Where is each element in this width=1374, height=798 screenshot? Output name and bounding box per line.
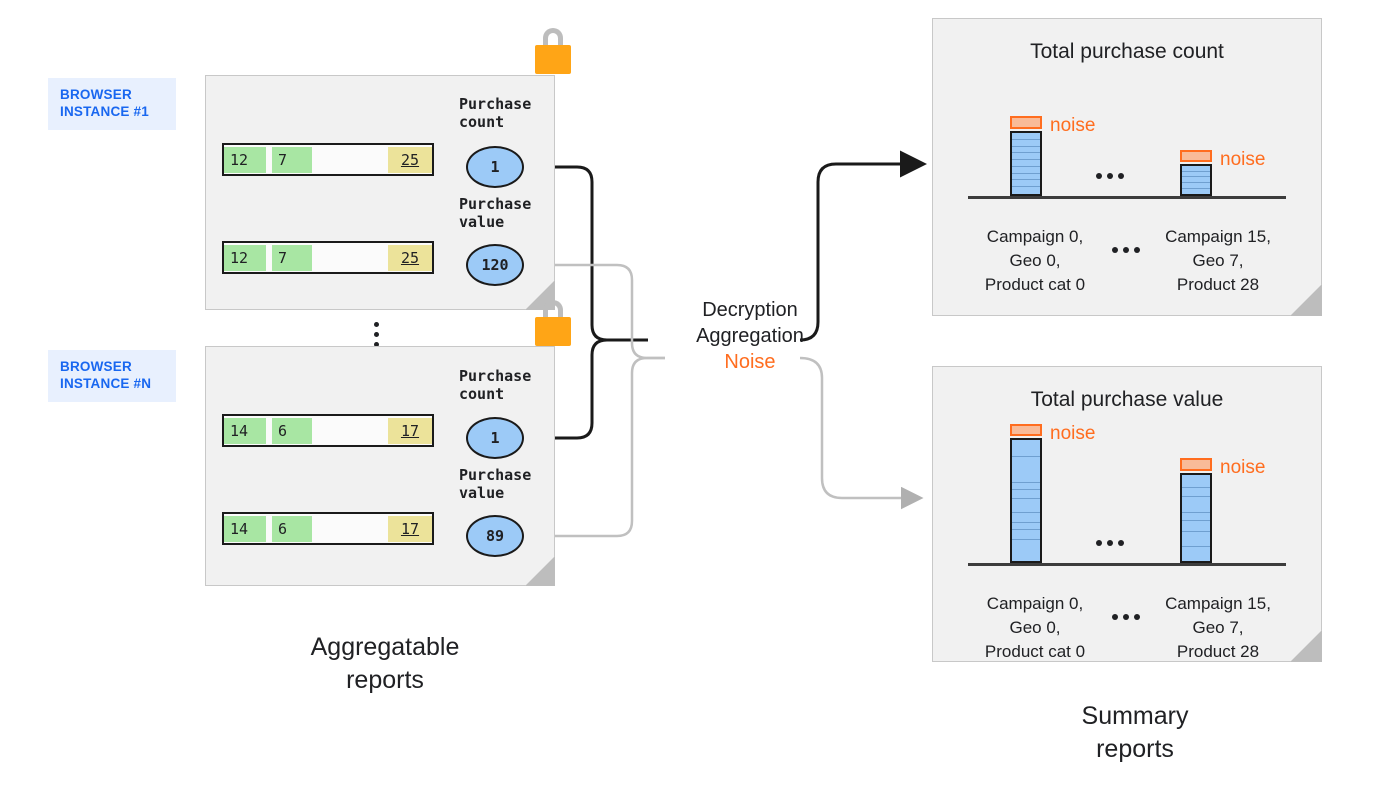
- noise-label: noise: [1050, 423, 1096, 444]
- noise-label: noise: [1220, 149, 1266, 170]
- report-cell-geo: 6: [272, 417, 312, 444]
- purchase-count-value: 1: [466, 146, 524, 188]
- bar-count-campaign-0: [1010, 131, 1042, 196]
- report-cell-geo: 7: [272, 244, 312, 271]
- purchase-count-label: Purchase count: [459, 367, 532, 403]
- padlock-icon: [533, 28, 573, 74]
- bar-group-campaign-15: [1180, 458, 1212, 563]
- panel-count-fold-corner: [1290, 284, 1322, 316]
- wire-to-value-summary: [799, 356, 924, 510]
- wire-to-count-summary: [799, 150, 927, 342]
- noise-segment: [1010, 116, 1042, 129]
- wire-count-instance-n: [525, 338, 648, 440]
- pipeline-noise: Noise: [724, 351, 776, 373]
- panel-count-axis: [968, 196, 1286, 199]
- chart-ellipsis: [1096, 173, 1124, 179]
- padlock-icon: [533, 300, 573, 346]
- report-cell-product-value: 25: [400, 150, 420, 169]
- bar-group-campaign-0: [1010, 424, 1042, 563]
- summary-reports-caption: Summary reports: [1081, 702, 1189, 763]
- pipeline-label: Decryption Aggregation Noise: [650, 297, 850, 375]
- chart-ellipsis: [1096, 540, 1124, 546]
- wire-count-instance-1: [525, 165, 648, 342]
- purchase-count-value: 1: [466, 417, 524, 459]
- bar-count-campaign-15: [1180, 164, 1212, 196]
- report-cell-product: 25: [388, 146, 432, 173]
- purchase-value-value: 120: [466, 244, 524, 286]
- report-cell-geo: 6: [272, 515, 312, 542]
- report-row: 14 6 17: [222, 414, 434, 447]
- summary-panel-count: [932, 18, 1322, 316]
- purchase-count-label: Purchase count: [459, 95, 532, 131]
- wire-value-instance-1: [525, 263, 665, 360]
- category-label-campaign-0: Campaign 0, Geo 0, Product cat 0: [984, 227, 1086, 294]
- purchase-value-label: Purchase value: [459, 466, 532, 502]
- category-label-campaign-0: Campaign 0, Geo 0, Product cat 0: [984, 594, 1086, 661]
- report-cell-product-value: 25: [400, 248, 420, 267]
- noise-segment: [1010, 424, 1042, 436]
- report-cell-campaign: 14: [224, 417, 266, 444]
- report-cell-product: 25: [388, 244, 432, 271]
- panel-value-axis: [968, 563, 1286, 566]
- report-cell-campaign: 14: [224, 515, 266, 542]
- pipeline-aggregation: Aggregation: [696, 325, 804, 347]
- summary-panel-value: [932, 366, 1322, 662]
- report-cell-product-value: 17: [400, 421, 420, 440]
- purchase-value-label: Purchase value: [459, 195, 532, 231]
- panel-value-fold-corner: [1290, 630, 1322, 662]
- panel-count-title: Total purchase count: [1030, 40, 1224, 63]
- report-row: 14 6 17: [222, 512, 434, 545]
- report-row: 12 7 25: [222, 241, 434, 274]
- cell-spacer: [312, 418, 388, 444]
- category-ellipsis: [1112, 614, 1140, 620]
- card-n-fold-corner: [525, 556, 555, 586]
- bar-group-campaign-15: [1180, 150, 1212, 196]
- cell-spacer: [312, 245, 388, 271]
- report-cell-campaign: 12: [224, 244, 266, 271]
- report-cell-product: 17: [388, 417, 432, 444]
- browser-instance-1-badge: BROWSER INSTANCE #1: [48, 78, 176, 130]
- noise-segment: [1180, 458, 1212, 471]
- bar-group-campaign-0: [1010, 116, 1042, 196]
- bar-value-campaign-0: [1010, 438, 1042, 563]
- report-cell-campaign: 12: [224, 146, 266, 173]
- noise-label: noise: [1050, 115, 1096, 136]
- cell-spacer: [312, 516, 388, 542]
- panel-value-title: Total purchase value: [1030, 388, 1224, 411]
- report-cell-product-value: 17: [400, 519, 420, 538]
- purchase-value-value: 89: [466, 515, 524, 557]
- category-label-campaign-15: Campaign 15, Geo 7, Product 28: [1165, 594, 1271, 661]
- report-cell-geo: 7: [272, 146, 312, 173]
- browser-instance-n-badge: BROWSER INSTANCE #N: [48, 350, 176, 402]
- pipeline-decryption: Decryption: [702, 299, 798, 321]
- category-label-campaign-15: Campaign 15, Geo 7, Product 28: [1165, 227, 1271, 294]
- wire-value-instance-n: [525, 356, 665, 538]
- cell-spacer: [312, 147, 388, 173]
- aggregatable-reports-caption: Aggregatable reports: [310, 633, 460, 694]
- bar-value-campaign-15: [1180, 473, 1212, 563]
- report-row: 12 7 25: [222, 143, 434, 176]
- noise-segment: [1180, 150, 1212, 162]
- category-ellipsis: [1112, 247, 1140, 253]
- noise-label: noise: [1220, 457, 1266, 478]
- report-cell-product: 17: [388, 515, 432, 542]
- vertical-ellipsis: [374, 322, 379, 347]
